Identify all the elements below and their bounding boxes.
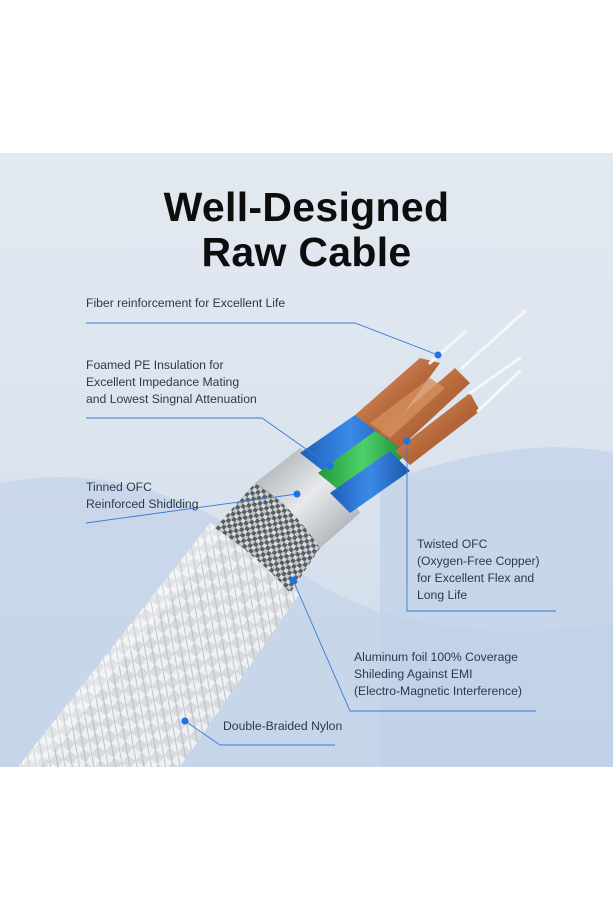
product-illustration-panel: Well-Designed Raw Cable Fiber reinforcem… — [0, 153, 613, 767]
insulated-wires — [300, 415, 410, 513]
nylon-jacket — [18, 523, 300, 767]
callout-fiber: Fiber reinforcement for Excellent Life — [86, 295, 285, 312]
callout-dots — [181, 351, 442, 725]
callout-foamed-line-3: and Lowest Singnal Attenuation — [86, 392, 257, 406]
tinned-shield — [215, 483, 320, 593]
callout-twisted-line-2: (Oxygen-Free Copper) — [417, 554, 540, 568]
callout-aluminum-line-3: (Electro-Magnetic Interference) — [354, 684, 522, 698]
title-line-1: Well-Designed — [163, 184, 450, 230]
callout-aluminum-line-1: Aluminum foil 100% Coverage — [354, 650, 518, 664]
callout-nylon-line: Double-Braided Nylon — [223, 719, 343, 733]
callout-leader-lines — [85, 322, 556, 746]
callout-foamed-pe: Foamed PE Insulation for Excellent Imped… — [86, 357, 257, 408]
page-title: Well-Designed Raw Cable — [0, 185, 613, 275]
callout-twisted-ofc: Twisted OFC (Oxygen-Free Copper) for Exc… — [417, 536, 540, 604]
callout-aluminum-foil: Aluminum foil 100% Coverage Shileding Ag… — [354, 649, 522, 700]
callout-tinned-line-2: Reinforced Shidlding — [86, 497, 199, 511]
callout-double-braided-nylon: Double-Braided Nylon — [223, 718, 342, 735]
callout-twisted-line-3: for Excellent Flex and — [417, 571, 535, 585]
callout-twisted-line-1: Twisted OFC — [417, 537, 488, 551]
fiber-strands — [428, 309, 527, 413]
callout-fiber-line: Fiber reinforcement for Excellent Life — [86, 296, 286, 310]
title-line-2: Raw Cable — [201, 229, 412, 275]
cable-cross-section-illustration — [0, 309, 613, 767]
callout-foamed-line-2: Excellent Impedance Mating — [86, 375, 240, 389]
callout-tinned-ofc: Tinned OFC Reinforced Shidlding — [86, 479, 198, 513]
copper-strands — [355, 358, 480, 465]
aluminum-foil — [255, 448, 360, 548]
callout-foamed-line-1: Foamed PE Insulation for — [86, 358, 224, 372]
callout-twisted-line-4: Long Life — [417, 588, 468, 602]
callout-tinned-line-1: Tinned OFC — [86, 480, 152, 494]
callout-aluminum-line-2: Shileding Against EMI — [354, 667, 473, 681]
